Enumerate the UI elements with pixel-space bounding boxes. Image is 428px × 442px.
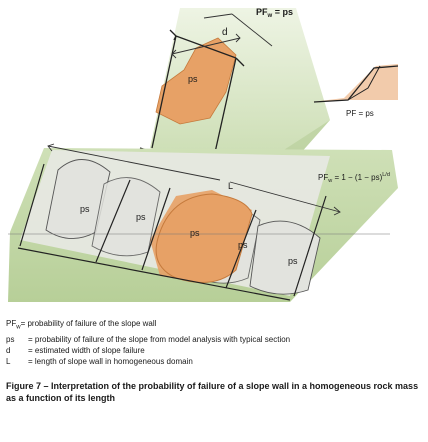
- legend-symbol-sub: w: [16, 324, 21, 331]
- legend-text: = estimated width of slope failure: [28, 345, 145, 355]
- cell-outline: [249, 220, 321, 295]
- cell-ps-label: ps: [288, 256, 298, 266]
- top-pfw-eq: = ps: [272, 7, 293, 17]
- legend-symbol: L: [6, 356, 11, 366]
- legend: PFw = probability of failure of the slop…: [6, 318, 424, 367]
- legend-symbol: ps: [6, 334, 15, 344]
- svg-text:PFw = ps: PFw = ps: [256, 7, 293, 19]
- formula-main: = 1 − (1 − ps): [332, 173, 382, 182]
- cell-ps-label: ps: [136, 212, 146, 222]
- slope-wall-block: [8, 143, 398, 302]
- top-pfw-label: PF: [256, 7, 268, 17]
- legend-row: L = length of slope wall in homogeneous …: [6, 356, 424, 367]
- formula-prefix: PF: [318, 173, 328, 182]
- legend-text: = length of slope wall in homogeneous do…: [28, 356, 193, 366]
- L-label: L: [228, 181, 233, 191]
- figure-caption: Figure 7 – Interpretation of the probabi…: [6, 381, 419, 403]
- legend-symbol: PF: [6, 319, 17, 328]
- svg-text:PFw = 1 − (1 − ps)L/d: PFw = 1 − (1 − ps)L/d: [318, 172, 390, 184]
- cell-outline: [91, 177, 161, 257]
- cell-ps-label: ps: [238, 240, 248, 250]
- top-failure-zone: [155, 37, 237, 125]
- legend-symbol: d: [6, 345, 11, 355]
- legend-row: d = estimated width of slope failure: [6, 345, 424, 356]
- legend-row: ps = probability of failure of the slope…: [6, 334, 424, 345]
- formula-exponent: L/d: [382, 172, 390, 178]
- legend-text: = probability of failure of the slope fr…: [28, 334, 291, 344]
- top-ps-label: ps: [188, 74, 198, 84]
- section-pf-label: PF = ps: [346, 109, 374, 118]
- legend-row: PFw = probability of failure of the slop…: [6, 318, 424, 334]
- d-label: d: [222, 27, 228, 38]
- typical-section-profile: [312, 64, 399, 103]
- legend-text: = probability of failure of the slope wa…: [20, 319, 157, 328]
- cell-ps-label: ps: [190, 228, 200, 238]
- cell-ps-label: ps: [80, 204, 90, 214]
